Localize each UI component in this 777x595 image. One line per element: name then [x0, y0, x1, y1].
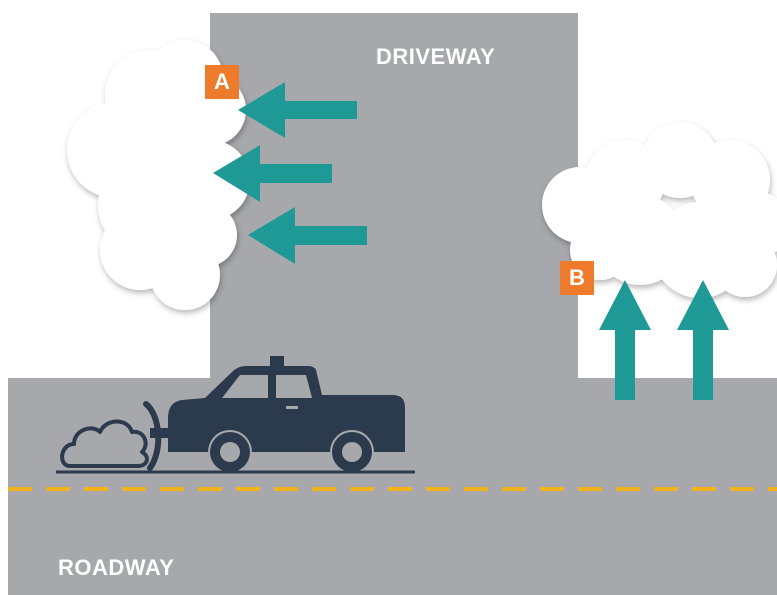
- marker-a-badge: A: [205, 65, 239, 99]
- driveway-label: DRIVEWAY: [376, 44, 495, 70]
- marker-b-badge: B: [560, 261, 594, 295]
- roadway-label: ROADWAY: [58, 555, 174, 581]
